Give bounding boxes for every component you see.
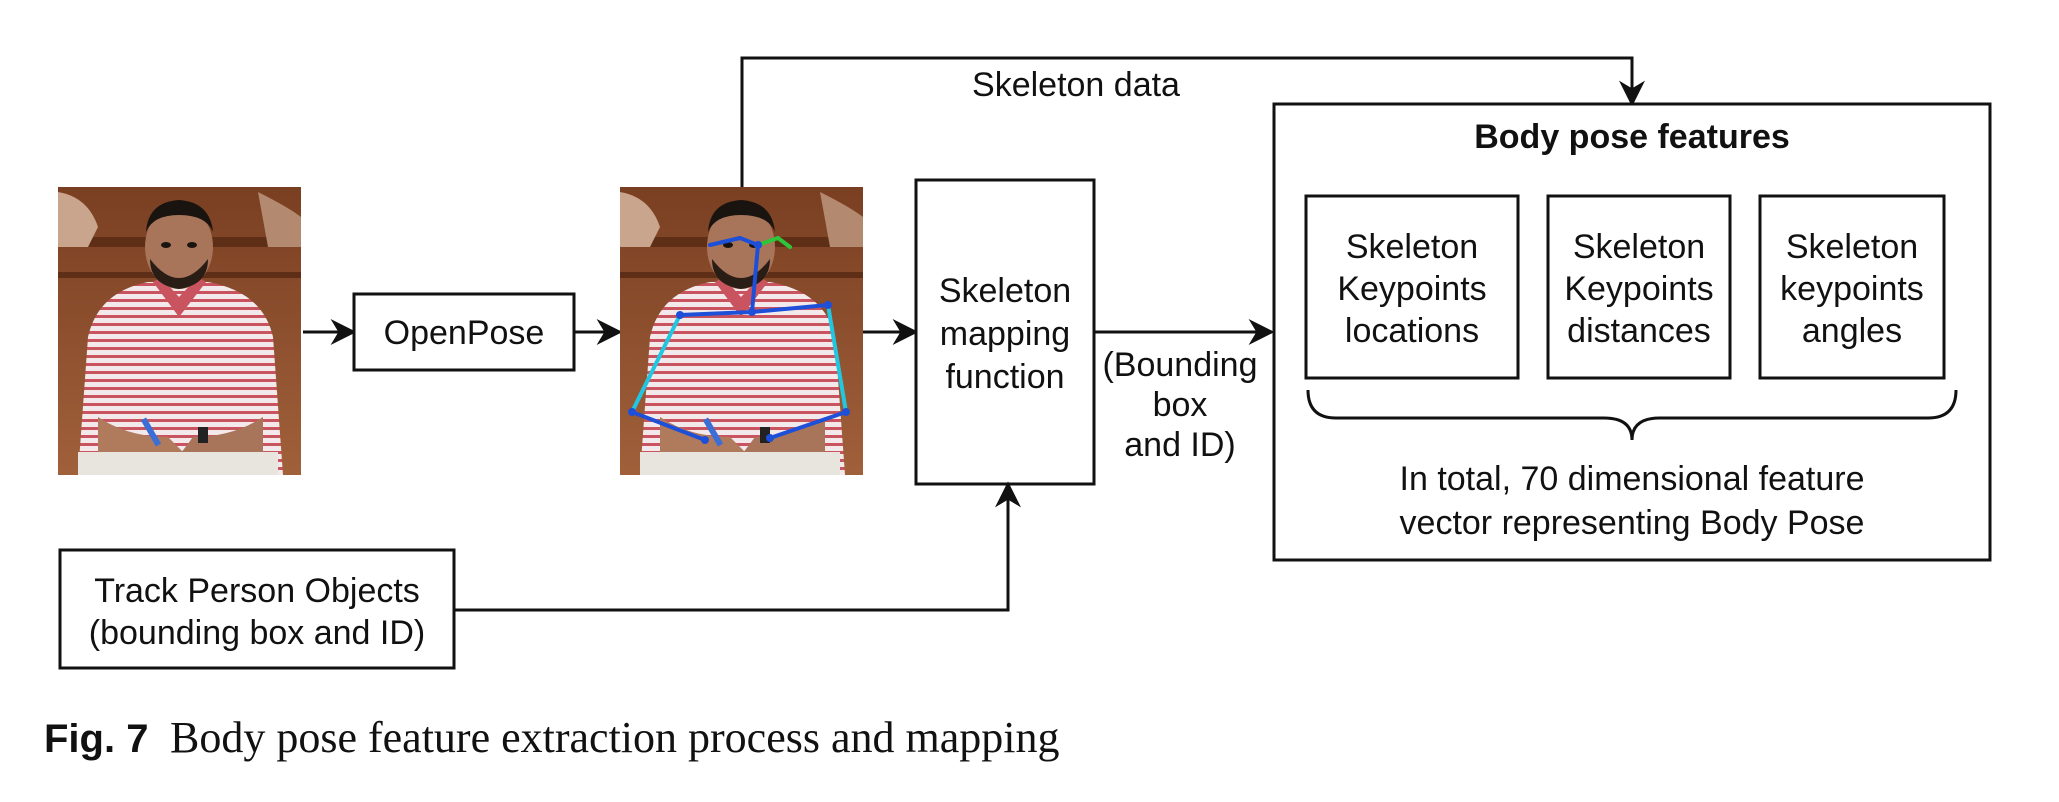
mapping-line-3: function — [945, 358, 1064, 396]
feature-distances-line-3: distances — [1567, 312, 1711, 350]
caption-text: Body pose feature extraction process and… — [170, 713, 1060, 762]
total-line-2: vector representing Body Pose — [1400, 504, 1865, 542]
mapping-line-1: Skeleton — [939, 272, 1071, 310]
body-pose-features-box: Body pose features Skeleton Keypoints lo… — [1272, 102, 1992, 562]
skeleton-person-photo — [620, 187, 863, 475]
bbox-id-line-3: and ID) — [1124, 426, 1236, 464]
feature-distances-line-2: Keypoints — [1564, 270, 1713, 308]
bbox-id-line-1: (Bounding — [1102, 346, 1257, 384]
arrow-track-to-mapping — [454, 481, 1021, 612]
feature-angles-line-2: keypoints — [1780, 270, 1924, 308]
openpose-label: OpenPose — [384, 314, 545, 352]
feature-box-distances: Skeleton Keypoints distances — [1546, 194, 1732, 380]
openpose-box: OpenPose — [352, 292, 576, 372]
feature-box-locations: Skeleton Keypoints locations — [1304, 194, 1520, 380]
bbox-id-line-2: box — [1153, 386, 1208, 424]
mapping-line-2: mapping — [940, 315, 1070, 353]
feature-angles-line-1: Skeleton — [1786, 228, 1918, 266]
skeleton-data-label: Skeleton data — [972, 66, 1180, 104]
feature-locations-line-1: Skeleton — [1346, 228, 1478, 266]
features-title: Body pose features — [1474, 118, 1790, 156]
curly-brace — [1306, 389, 1958, 441]
feature-locations-line-2: Keypoints — [1337, 270, 1486, 308]
skeleton-mapping-function-box: Skeleton mapping function — [914, 178, 1096, 486]
input-person-photo — [58, 187, 301, 475]
track-line-2: (bounding box and ID) — [89, 614, 425, 652]
caption-fig-label: Fig. 7 — [44, 717, 148, 761]
track-person-objects-box: Track Person Objects (bounding box and I… — [58, 548, 456, 670]
feature-distances-line-1: Skeleton — [1573, 228, 1705, 266]
figure-caption: Fig. 7 Body pose feature extraction proc… — [44, 713, 1060, 762]
feature-locations-line-3: locations — [1345, 312, 1479, 350]
arrow-skeleton-data — [740, 56, 1645, 187]
total-line-1: In total, 70 dimensional feature — [1400, 460, 1865, 498]
track-line-1: Track Person Objects — [94, 572, 420, 610]
feature-box-angles: Skeleton keypoints angles — [1758, 194, 1946, 380]
feature-angles-line-3: angles — [1802, 312, 1902, 350]
